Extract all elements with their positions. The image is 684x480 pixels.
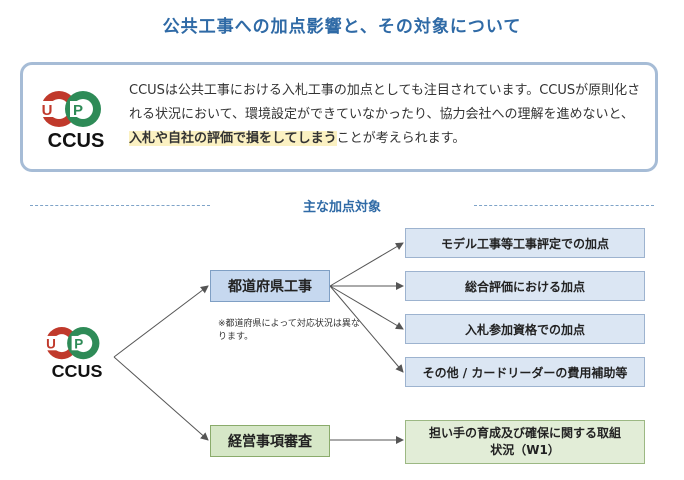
intro-text-part2: ことが考えられます。 — [336, 131, 466, 146]
arrow-to-category2 — [113, 356, 209, 441]
intro-highlight: 入札や自社の評価で損をしてしまう — [129, 131, 337, 146]
divider-left — [30, 205, 210, 206]
arrow-to-category1 — [113, 285, 209, 358]
section-header: 主な加点対象 — [30, 196, 654, 216]
ccus-logo: U P CCUS — [37, 87, 115, 157]
intro-panel: U P CCUS CCUSは公共工事における入札工事の加点としても注目されていま… — [20, 62, 658, 172]
section-title: 主な加点対象 — [302, 200, 381, 215]
logo-brand: CCUS — [48, 130, 105, 152]
intro-text-part1: CCUSは公共工事における入札工事の加点としても注目されています。CCUSが原則… — [129, 83, 641, 122]
page-title: 公共工事への加点影響と、その対象について — [162, 17, 522, 37]
item-w1-status: 担い手の育成及び確保に関する取組状況（W1） — [405, 420, 645, 464]
item-card-reader-subsidy: その他 / カードリーダーの費用補助等 — [405, 357, 645, 387]
logo-letter-u: U — [46, 337, 56, 352]
category-prefectural-works: 都道府県工事 — [210, 270, 330, 302]
logo-letter-u: U — [42, 102, 53, 119]
logo-letter-p: P — [73, 102, 83, 119]
logo-letter-p: P — [74, 337, 83, 352]
item-comprehensive-evaluation: 総合評価における加点 — [405, 271, 645, 301]
category-management-review: 経営事項審査 — [210, 425, 330, 457]
intro-text: CCUSは公共工事における入札工事の加点としても注目されています。CCUSが原則… — [129, 79, 644, 151]
logo-brand: CCUS — [52, 361, 103, 381]
ccus-logo-small: U P CCUS — [42, 322, 112, 388]
arrow-to-item1 — [329, 242, 404, 287]
arrow-to-item3 — [329, 285, 404, 330]
item-model-works: モデル工事等工事評定での加点 — [405, 228, 645, 258]
item-bid-qualification: 入札参加資格での加点 — [405, 314, 645, 344]
category1-note: ※都道府県によって対応状況は異なります。 — [218, 319, 360, 342]
arrow-to-item4 — [329, 285, 404, 373]
divider-right — [474, 205, 654, 206]
